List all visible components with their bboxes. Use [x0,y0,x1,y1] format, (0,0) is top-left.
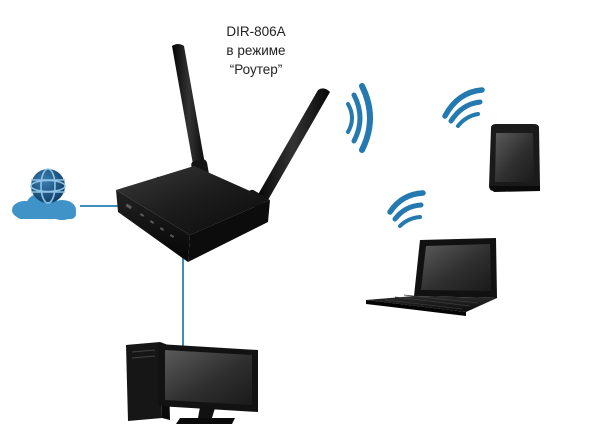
laptop-icon [366,238,497,316]
desktop-computer-icon [126,342,258,424]
router-mode-line: в режиме [226,43,286,58]
antenna-left [172,44,206,173]
wifi-signal-icon [387,190,426,228]
antenna-right [256,88,330,202]
wifi-signal-icon [346,83,373,153]
wireless-router-icon [116,166,270,262]
wired-links [80,205,184,348]
router-model-label: DIR-806A [226,24,286,39]
router-mode-caption: DIR-806A в режиме “Роутер” [196,22,316,79]
tablet-icon [489,124,540,192]
globe-cloud-icon [12,168,76,220]
wifi-signal-icon [442,87,485,128]
router-mode-name: “Роутер” [229,62,283,77]
